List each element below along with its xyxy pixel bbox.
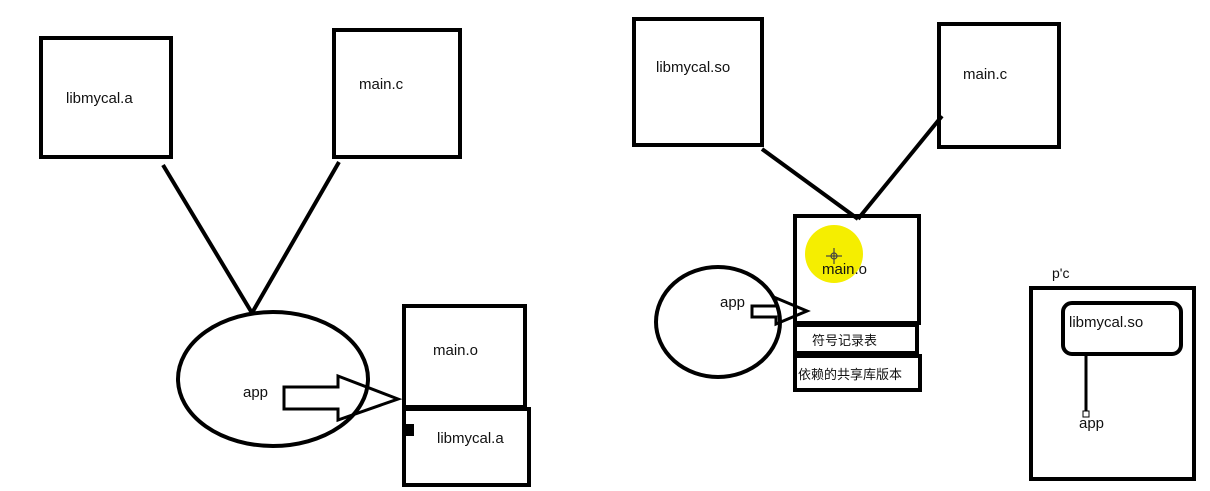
pc-title: p'c: [1052, 265, 1069, 281]
pc-app-anchor: [1082, 410, 1090, 418]
static-main-c-label: main.c: [359, 76, 404, 93]
shared-main-o-label: main.o: [822, 261, 867, 278]
shared-lib-box: [632, 17, 764, 147]
pc-lib-label: libmycal.so: [1069, 314, 1143, 331]
crosshair-cursor-icon: [826, 248, 842, 264]
pc-diagram: [1029, 286, 1196, 481]
pc-outer-box: [1029, 286, 1196, 481]
static-app-ellipse: [176, 310, 370, 448]
pc-app-label: app: [1079, 415, 1104, 432]
shared-main-to-main-o-line: [856, 114, 944, 221]
static-main-c-box: [332, 28, 462, 159]
shared-app-arrow: [750, 295, 811, 327]
static-lib-to-app-line: [161, 163, 254, 315]
static-embedded-lib-box: [402, 407, 531, 487]
shared-lib-label: libmycal.so: [656, 59, 730, 76]
shared-link-diagram: [632, 17, 1061, 392]
shared-symbol-table-box: [793, 323, 919, 355]
static-main-o-label: main.o: [433, 342, 478, 359]
shared-dependency-box: [793, 354, 922, 392]
shared-symbol-table-label: 符号记录表: [812, 333, 877, 349]
static-app-arrow: [282, 373, 403, 423]
shared-lib-to-main-o-line: [760, 147, 860, 221]
shared-dependency-label: 依赖的共享库版本: [798, 367, 902, 383]
static-app-label: app: [243, 384, 268, 401]
pc-lib-box: [1061, 301, 1183, 356]
static-lib-label: libmycal.a: [66, 90, 133, 107]
static-link-diagram: [39, 28, 531, 487]
static-tick-mark: [403, 424, 414, 436]
static-embedded-lib-label: libmycal.a: [437, 430, 504, 447]
shared-app-label: app: [720, 294, 745, 311]
static-main-to-app-line: [250, 161, 341, 314]
shared-main-c-box: [937, 22, 1061, 149]
shared-app-ellipse: [654, 265, 782, 379]
static-lib-box: [39, 36, 173, 159]
shared-main-c-label: main.c: [963, 66, 1008, 83]
